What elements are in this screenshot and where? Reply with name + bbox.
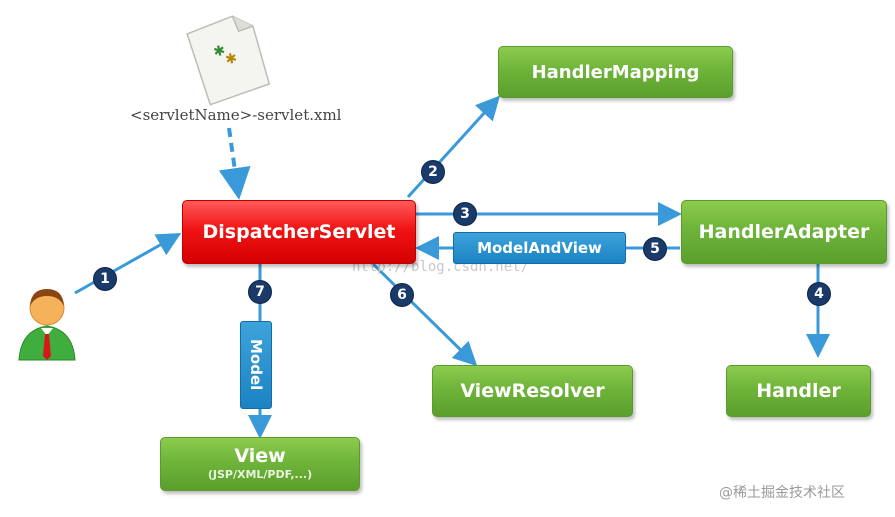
arrow-1 <box>74 233 182 295</box>
step-badge-3: 3 <box>453 202 477 226</box>
dispatcher-servlet-node: DispatcherServlet <box>182 200 416 264</box>
step-badge-5: 5 <box>643 237 667 261</box>
config-file-label: <servletName>-servlet.xml <box>130 106 342 124</box>
arrow-2 <box>406 95 501 199</box>
view-node: View (JSP/XML/PDF,...) <box>160 437 360 491</box>
handler-mapping-label: HandlerMapping <box>531 61 700 83</box>
dispatcher-servlet-label: DispatcherServlet <box>202 221 396 243</box>
arrow-6 <box>369 260 478 367</box>
handler-adapter-node: HandlerAdapter <box>681 200 887 264</box>
handler-label: Handler <box>756 380 841 402</box>
step-badge-6: 6 <box>390 283 414 307</box>
model-and-view-tag: ModelAndView <box>453 232 626 264</box>
step-badge-4: 4 <box>807 282 831 306</box>
model-label: Model <box>247 339 265 391</box>
handler-mapping-node: HandlerMapping <box>498 46 733 98</box>
view-resolver-node: ViewResolver <box>432 365 633 417</box>
step-badge-7: 7 <box>248 280 272 304</box>
model-tag: Model <box>240 321 272 409</box>
handler-adapter-label: HandlerAdapter <box>698 221 870 243</box>
step-badge-2: 2 <box>421 160 445 184</box>
handler-node: Handler <box>726 365 871 417</box>
step-badge-1: 1 <box>93 267 117 291</box>
view-label: View <box>234 445 286 467</box>
config-arrow <box>218 127 251 200</box>
credit-text: @稀土掘金技术社区 <box>719 485 845 501</box>
view-resolver-label: ViewResolver <box>460 380 605 402</box>
model-and-view-label: ModelAndView <box>477 239 602 257</box>
view-subtitle: (JSP/XML/PDF,...) <box>207 468 313 481</box>
